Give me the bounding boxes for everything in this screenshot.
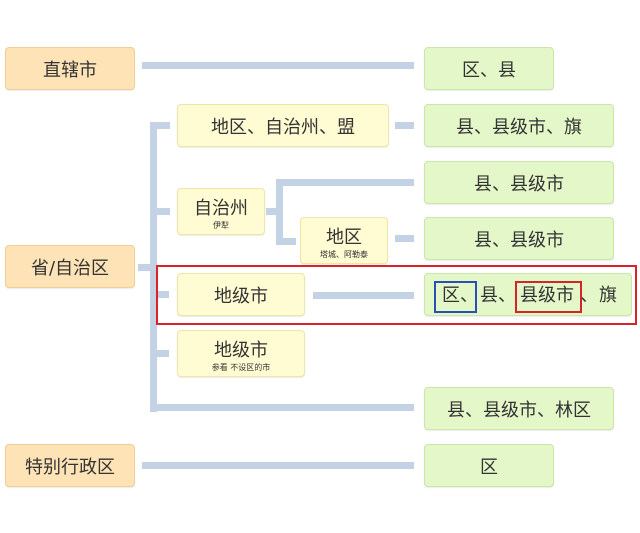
city-children-county-city: 县级市 [520, 285, 574, 306]
region-children-label: 县、县级市、旗 [456, 116, 582, 138]
prefecture-city-label: 地级市 [214, 285, 268, 307]
connector-city-children [313, 292, 414, 299]
connector-spine-autonomous [150, 208, 170, 215]
city-children-sep-3: 、 [580, 285, 598, 306]
direct-children-node: 县、县级市、林区 [424, 387, 614, 430]
city-children-sep-1: 、 [460, 285, 478, 306]
connector-autonomous-subregion [283, 238, 296, 245]
connector-spine-city [157, 291, 169, 298]
prefecture-city-nodistrict-node: 地级市 参看 不设区的市 [177, 330, 305, 377]
autonomous-prefecture-note: 伊犁 [213, 220, 229, 230]
prefecture-city-nodistrict-label: 地级市 [214, 339, 268, 361]
sub-region-node: 地区 塔城、阿勒泰 [300, 217, 388, 264]
region-prefecture-league-label: 地区、自治州、盟 [211, 116, 355, 138]
sar-node: 特别行政区 [5, 444, 135, 487]
sub-region-children-node: 县、县级市 [424, 217, 614, 260]
city-children-district: 区 [442, 285, 460, 306]
province-node: 省/自治区 [5, 245, 135, 288]
city-children-banner: 旗 [599, 285, 617, 306]
sub-region-note: 塔城、阿勒泰 [320, 249, 368, 259]
connector-spine-city-nodistrict [157, 350, 169, 357]
prefecture-city-node: 地级市 [177, 273, 305, 316]
sub-region-label: 地区 [326, 226, 362, 248]
region-children-node: 县、县级市、旗 [424, 104, 614, 147]
municipality-children-label: 区、县 [462, 59, 516, 81]
prefecture-city-nodistrict-note: 参看 不设区的市 [211, 362, 271, 372]
connector-region-to-children [395, 122, 414, 129]
county-city-highlight-box [515, 281, 582, 313]
connector-subregion-children [395, 235, 414, 242]
connector-spine-bottom [150, 404, 414, 411]
sar-children-node: 区 [424, 444, 554, 487]
direct-children-label: 县、县级市、林区 [447, 399, 591, 421]
autonomous-children-node: 县、县级市 [424, 161, 614, 204]
municipality-children-node: 区、县 [424, 47, 554, 90]
city-children-county: 县 [480, 285, 498, 306]
city-children-node [424, 273, 632, 316]
sar-children-label: 区 [480, 456, 498, 478]
connector-spine-to-province [138, 264, 157, 271]
province-label: 省/自治区 [30, 257, 110, 279]
municipality-node: 直辖市 [5, 47, 135, 90]
region-prefecture-league-node: 地区、自治州、盟 [177, 104, 389, 147]
autonomous-prefecture-node: 自治州 伊犁 [177, 188, 265, 235]
municipality-label: 直辖市 [43, 59, 97, 81]
autonomous-children-label: 县、县级市 [474, 173, 564, 195]
connector-autonomous-stub [266, 208, 278, 215]
prefecture-city-row-highlight [156, 265, 637, 325]
city-children-sep-2: 、 [498, 285, 516, 306]
connector-autonomous-spine [276, 179, 283, 245]
connector-autonomous-children [276, 179, 414, 186]
connector-municipality [142, 62, 414, 69]
connector-sar [142, 462, 414, 469]
sar-label: 特别行政区 [25, 456, 115, 478]
sub-region-children-label: 县、县级市 [474, 229, 564, 251]
autonomous-prefecture-label: 自治州 [194, 197, 248, 219]
connector-spine-top-stub [150, 122, 170, 129]
district-highlight-box [434, 281, 477, 313]
